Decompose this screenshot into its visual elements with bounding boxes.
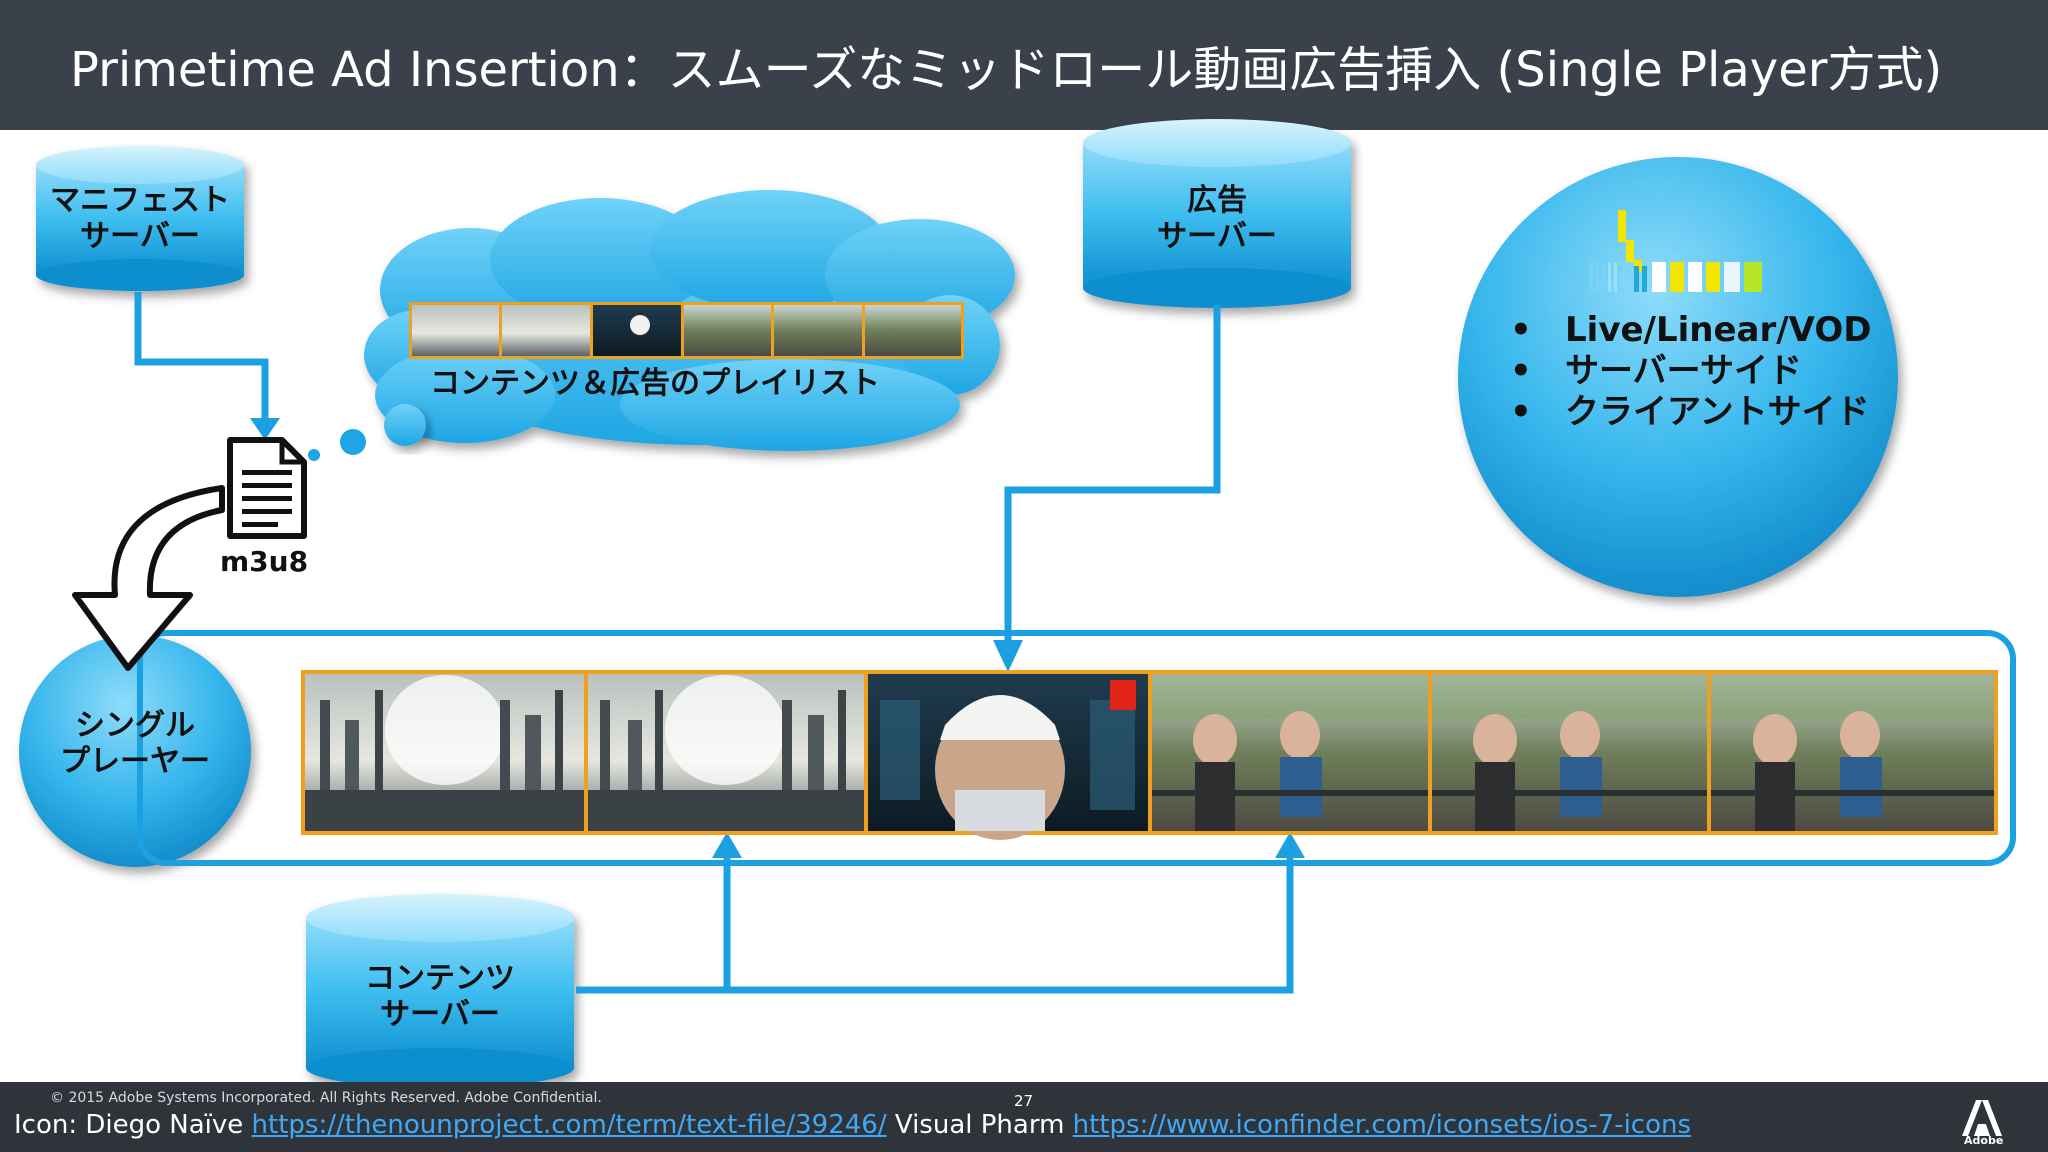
video-frame bbox=[1711, 674, 1994, 831]
thought-bubble-small bbox=[308, 449, 320, 461]
content-server-line2: サーバー bbox=[380, 997, 500, 1032]
bullet-icon: • bbox=[1510, 392, 1532, 432]
video-frame bbox=[305, 674, 584, 831]
content-server-label: コンテンツ サーバー bbox=[306, 961, 574, 1033]
adobe-wordmark: Adobe bbox=[1964, 1134, 2004, 1147]
thought-bubble-large bbox=[384, 404, 426, 446]
copyright-text: © 2015 Adobe Systems Incorporated. All R… bbox=[50, 1090, 602, 1106]
player-timeline-frame bbox=[137, 630, 2016, 866]
credit-prefix: Icon: Diego Naïve bbox=[14, 1110, 252, 1140]
playlist-logo-icon bbox=[1590, 210, 1762, 292]
feature-label: クライアントサイド bbox=[1565, 392, 1870, 432]
adobe-logo-icon bbox=[1962, 1100, 2002, 1136]
ad-to-player-connector bbox=[1004, 305, 1221, 648]
features-list: • Live/Linear/VOD • サーバーサイド • クライアントサイド bbox=[1510, 310, 1872, 433]
feature-label: サーバーサイド bbox=[1565, 351, 1802, 391]
main-filmstrip bbox=[301, 670, 1998, 840]
single-player-line2: プレーヤー bbox=[60, 744, 210, 779]
video-frame bbox=[1432, 674, 1707, 831]
text-file-icon bbox=[227, 437, 307, 539]
features-sphere bbox=[1458, 157, 1898, 597]
m3u8-label: m3u8 bbox=[220, 545, 309, 578]
feature-item: • クライアントサイド bbox=[1510, 392, 1872, 433]
feature-item: • Live/Linear/VOD bbox=[1510, 310, 1872, 351]
manifest-server bbox=[36, 146, 244, 291]
thought-bubble-medium bbox=[340, 429, 366, 455]
file-to-player-arrow bbox=[72, 485, 225, 671]
ad-server-line2: サーバー bbox=[1157, 219, 1277, 254]
content-server-line1: コンテンツ bbox=[365, 961, 515, 996]
playlist-caption: コンテンツ＆広告のプレイリスト bbox=[430, 366, 880, 401]
title-bar bbox=[0, 0, 2048, 130]
feature-item: • サーバーサイド bbox=[1510, 351, 1872, 392]
manifest-server-label: マニフェスト サーバー bbox=[36, 183, 244, 255]
ad-frame bbox=[868, 674, 1148, 840]
ad-arrow-head bbox=[993, 640, 1023, 672]
content-to-player-connector bbox=[576, 850, 1294, 994]
ad-server bbox=[1083, 119, 1351, 308]
content-arrow-head-2 bbox=[1275, 832, 1305, 858]
cloud-filmstrip bbox=[409, 302, 964, 359]
slide-title: Primetime Ad Insertion：スムーズなミッドロール動画広告挿入… bbox=[70, 42, 1943, 98]
single-player-label: シングル プレーヤー bbox=[30, 708, 240, 780]
page-number: 27 bbox=[1014, 1092, 1034, 1110]
nounproject-link[interactable]: https://thenounproject.com/term/text-fil… bbox=[251, 1110, 887, 1140]
manifest-server-line1: マニフェスト bbox=[50, 183, 230, 218]
content-arrow-head-1 bbox=[712, 832, 742, 858]
manifest-to-file-connector bbox=[134, 292, 269, 430]
feature-label: Live/Linear/VOD bbox=[1565, 310, 1872, 350]
footer-bar bbox=[0, 1082, 2048, 1152]
content-server bbox=[306, 894, 574, 1088]
ad-server-label: 広告 サーバー bbox=[1083, 183, 1351, 255]
manifest-arrow-head bbox=[250, 418, 280, 440]
bullet-icon: • bbox=[1510, 351, 1532, 391]
manifest-server-line2: サーバー bbox=[80, 219, 200, 254]
credit-middle: Visual Pharm bbox=[886, 1110, 1073, 1140]
single-player-sphere bbox=[19, 635, 251, 867]
video-frame bbox=[1152, 674, 1428, 831]
icon-credits: Icon: Diego Naïve https://thenounproject… bbox=[14, 1110, 1691, 1140]
iconfinder-link[interactable]: https://www.iconfinder.com/iconsets/ios-… bbox=[1072, 1110, 1692, 1140]
video-frame bbox=[588, 674, 864, 831]
bullet-icon: • bbox=[1510, 310, 1532, 350]
ad-server-line1: 広告 bbox=[1187, 183, 1247, 218]
single-player-line1: シングル bbox=[75, 708, 195, 743]
